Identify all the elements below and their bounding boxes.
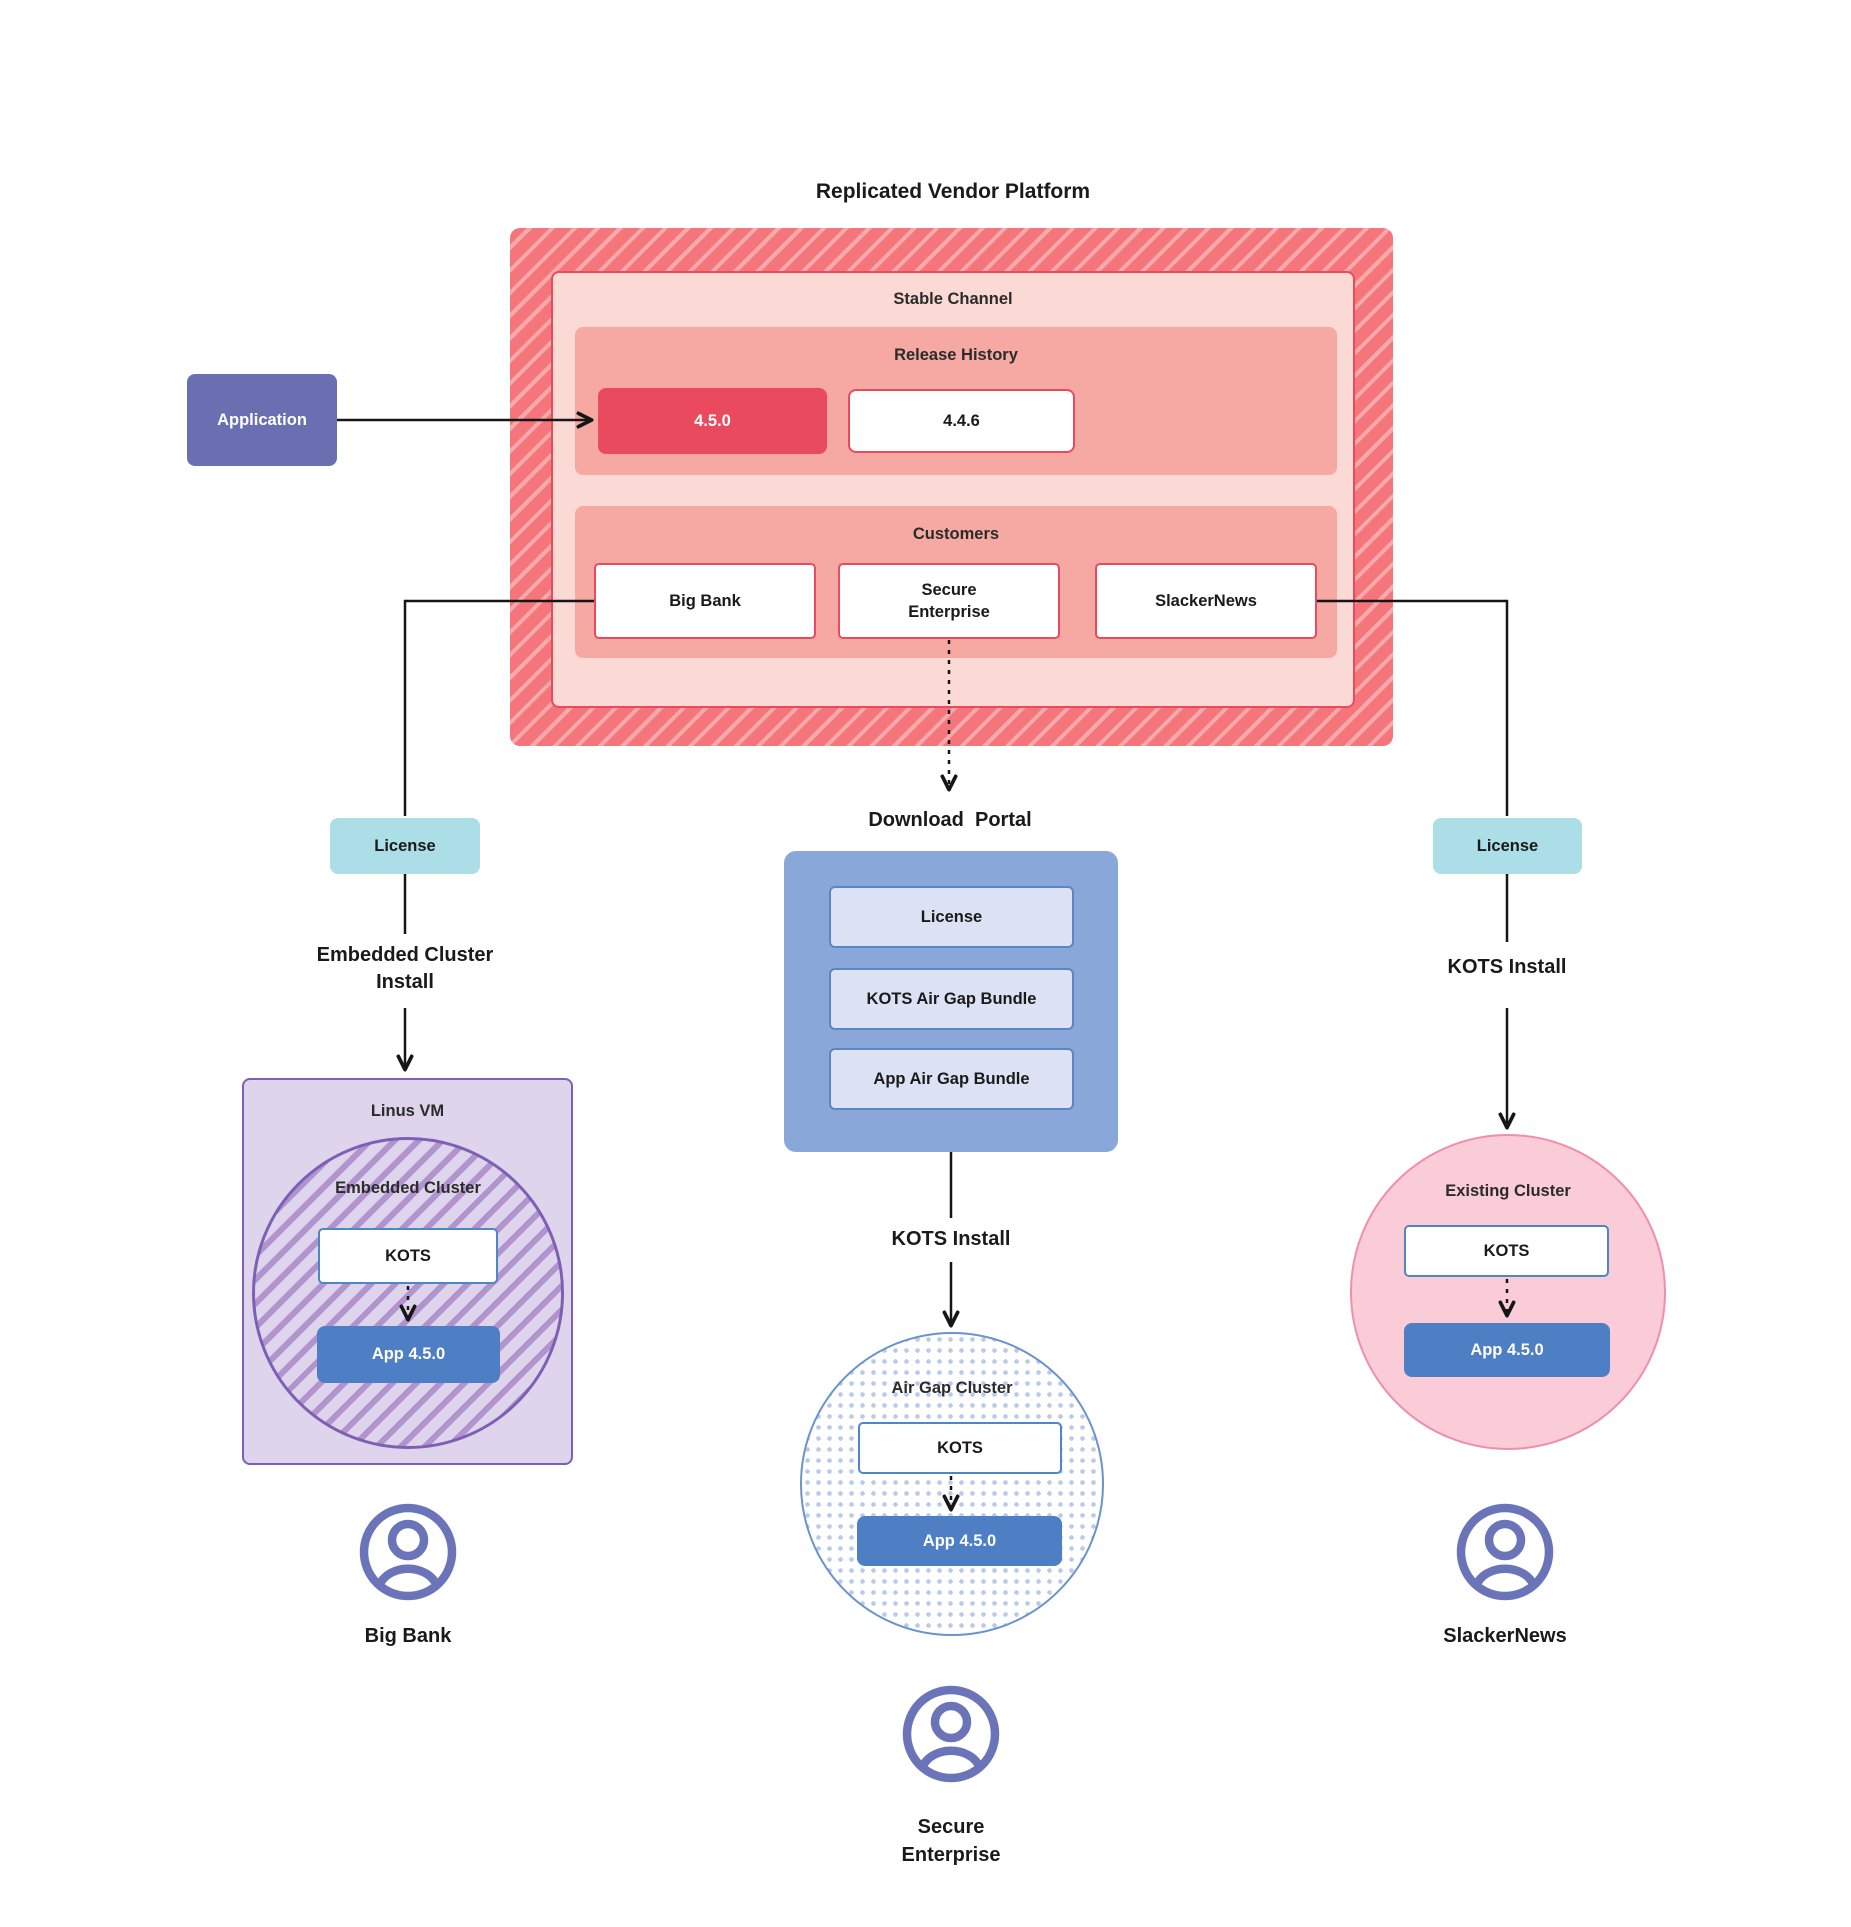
kots-install-label-right: KOTS Install bbox=[1447, 955, 1567, 978]
app-box-big-bank: App 4.5.0 bbox=[317, 1326, 500, 1383]
secure-enterprise-user-label: Secure Enterprise bbox=[901, 1816, 1001, 1866]
portal-item-kots-air-gap-bundle: KOTS Air Gap Bundle bbox=[829, 968, 1074, 1030]
kots-box-slackernews: KOTS bbox=[1404, 1225, 1609, 1277]
embedded-cluster-circle bbox=[252, 1137, 564, 1449]
customer-secure-enterprise-label: Secure Enterprise bbox=[908, 580, 990, 621]
release-history-label: Release History bbox=[894, 345, 1018, 364]
kots-install-label-middle: KOTS Install bbox=[891, 1227, 1011, 1250]
release-4-5-0: 4.5.0 bbox=[598, 388, 827, 454]
license-box-slackernews: License bbox=[1433, 818, 1582, 874]
stable-channel-label: Stable Channel bbox=[893, 289, 1013, 308]
license-box-big-bank: License bbox=[330, 818, 480, 874]
customer-big-bank: Big Bank bbox=[594, 563, 816, 639]
app-box-secure-enterprise: App 4.5.0 bbox=[857, 1516, 1062, 1566]
air-gap-cluster-label: Air Gap Cluster bbox=[891, 1378, 1013, 1397]
diagram-title: Replicated Vendor Platform bbox=[815, 180, 1091, 203]
big-bank-user-label: Big Bank bbox=[364, 1624, 452, 1647]
customer-secure-enterprise: Secure Enterprise bbox=[838, 563, 1060, 639]
secure-enterprise-user-icon bbox=[901, 1684, 1001, 1784]
app-box-slackernews: App 4.5.0 bbox=[1404, 1323, 1610, 1377]
slackernews-user-icon bbox=[1455, 1502, 1555, 1602]
portal-item-license: License bbox=[829, 886, 1074, 948]
existing-cluster-label: Existing Cluster bbox=[1445, 1181, 1571, 1200]
embedded-cluster-label: Embedded Cluster bbox=[335, 1178, 481, 1197]
kots-box-big-bank: KOTS bbox=[318, 1228, 498, 1284]
customer-slackernews: SlackerNews bbox=[1095, 563, 1317, 639]
big-bank-user-icon bbox=[358, 1502, 458, 1602]
linus-vm-label: Linus VM bbox=[370, 1101, 445, 1120]
release-4-4-6: 4.4.6 bbox=[848, 389, 1075, 453]
customers-label: Customers bbox=[912, 524, 1000, 543]
application-box: Application bbox=[187, 374, 337, 466]
embedded-cluster-install-label: Embedded Cluster Install bbox=[316, 944, 494, 993]
download-portal-label: Download Portal bbox=[868, 808, 1032, 831]
slackernews-user-label: SlackerNews bbox=[1443, 1624, 1567, 1647]
portal-item-app-air-gap-bundle: App Air Gap Bundle bbox=[829, 1048, 1074, 1110]
kots-box-secure-enterprise: KOTS bbox=[858, 1422, 1062, 1474]
